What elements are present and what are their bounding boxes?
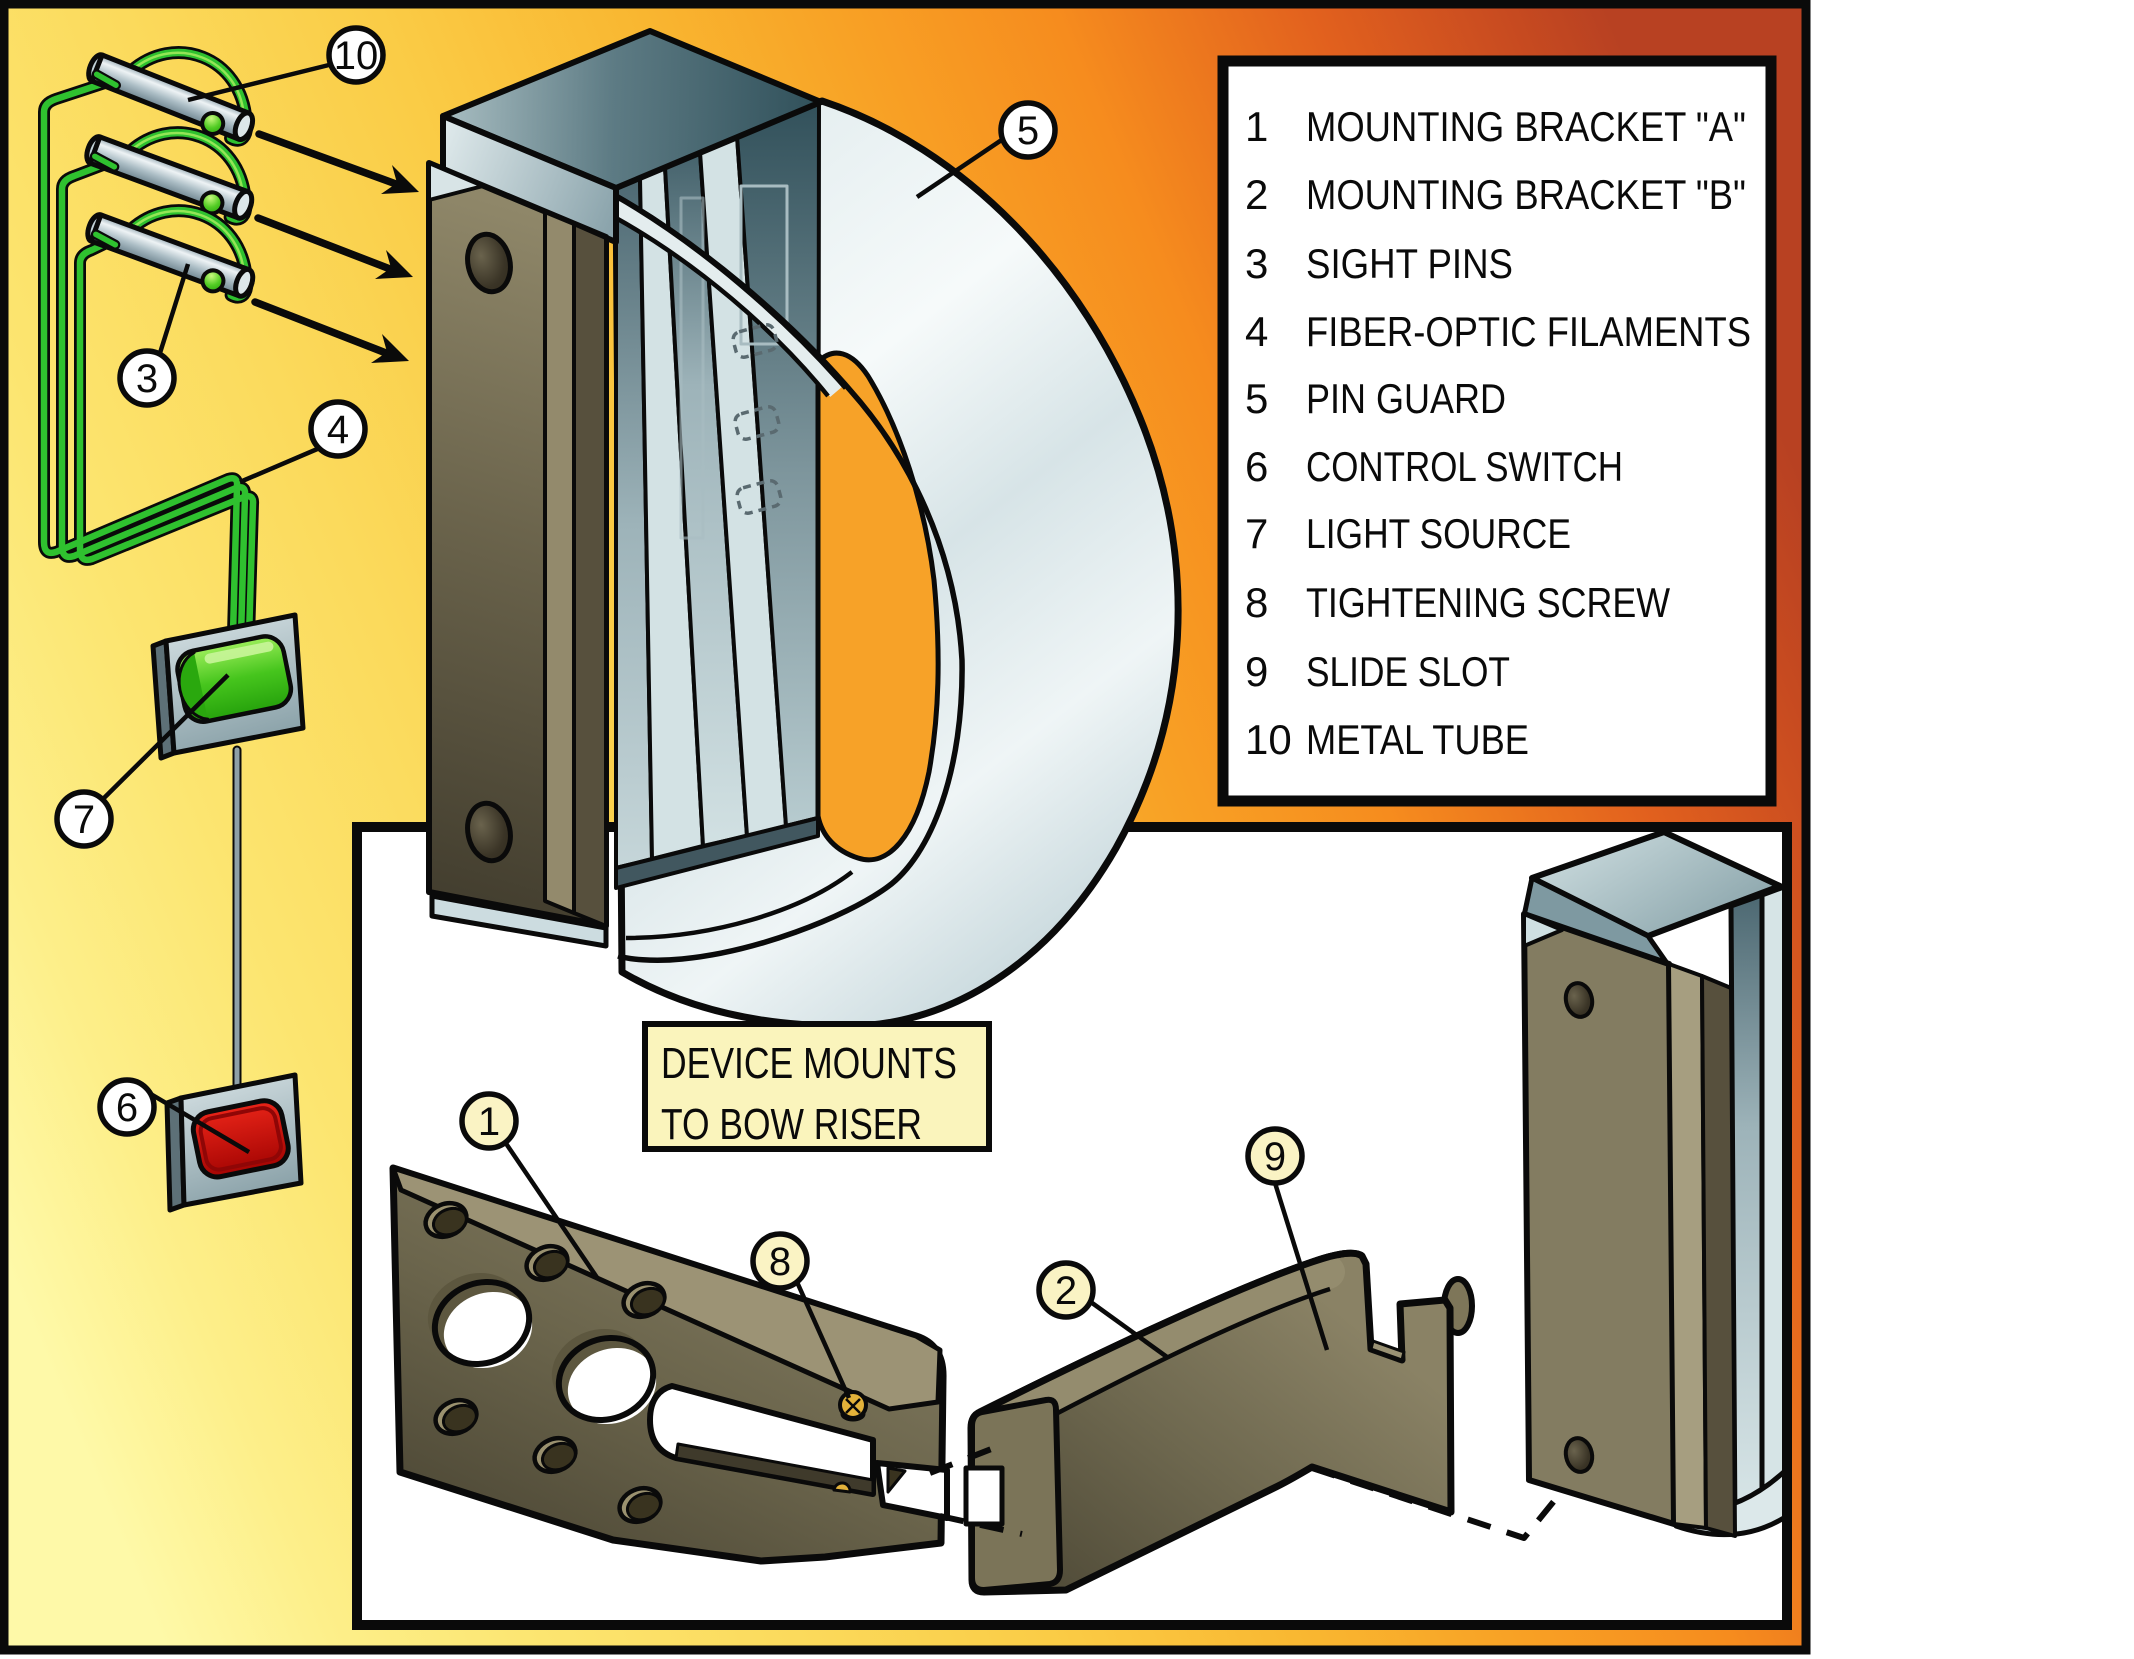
svg-text:TO BOW RISER: TO BOW RISER (661, 1100, 922, 1149)
svg-text:5: 5 (1017, 109, 1039, 153)
svg-text:3: 3 (136, 357, 158, 401)
svg-text:2: 2 (1245, 171, 1268, 218)
svg-text:8: 8 (769, 1240, 791, 1284)
svg-text:6: 6 (1245, 443, 1268, 490)
svg-text:LIGHT SOURCE: LIGHT SOURCE (1306, 510, 1571, 557)
svg-text:4: 4 (327, 408, 349, 452)
svg-text:9: 9 (1245, 648, 1268, 695)
svg-text:9: 9 (1264, 1135, 1286, 1179)
svg-text:6: 6 (116, 1086, 138, 1130)
svg-text:7: 7 (1245, 510, 1268, 557)
svg-text:MOUNTING BRACKET "B": MOUNTING BRACKET "B" (1306, 171, 1746, 218)
svg-text:SIGHT PINS: SIGHT PINS (1306, 240, 1513, 287)
svg-text:7: 7 (73, 798, 95, 842)
svg-text:TIGHTENING SCREW: TIGHTENING SCREW (1306, 579, 1670, 626)
svg-text:2: 2 (1055, 1269, 1077, 1313)
svg-text:4: 4 (1245, 308, 1268, 355)
svg-text:FIBER-OPTIC FILAMENTS: FIBER-OPTIC FILAMENTS (1306, 308, 1751, 355)
svg-text:DEVICE MOUNTS: DEVICE MOUNTS (661, 1039, 957, 1088)
svg-text:10: 10 (334, 34, 379, 78)
svg-text:3: 3 (1245, 240, 1268, 287)
svg-text:8: 8 (1245, 579, 1268, 626)
svg-text:10: 10 (1245, 716, 1292, 763)
svg-text:1: 1 (478, 1100, 500, 1144)
svg-text:1: 1 (1245, 103, 1268, 150)
svg-text:CONTROL SWITCH: CONTROL SWITCH (1306, 443, 1623, 490)
svg-text:SLIDE SLOT: SLIDE SLOT (1306, 648, 1510, 695)
svg-text:5: 5 (1245, 375, 1268, 422)
svg-text:PIN GUARD: PIN GUARD (1306, 375, 1506, 422)
svg-text:METAL TUBE: METAL TUBE (1306, 716, 1529, 763)
svg-text:MOUNTING BRACKET "A": MOUNTING BRACKET "A" (1306, 103, 1746, 150)
